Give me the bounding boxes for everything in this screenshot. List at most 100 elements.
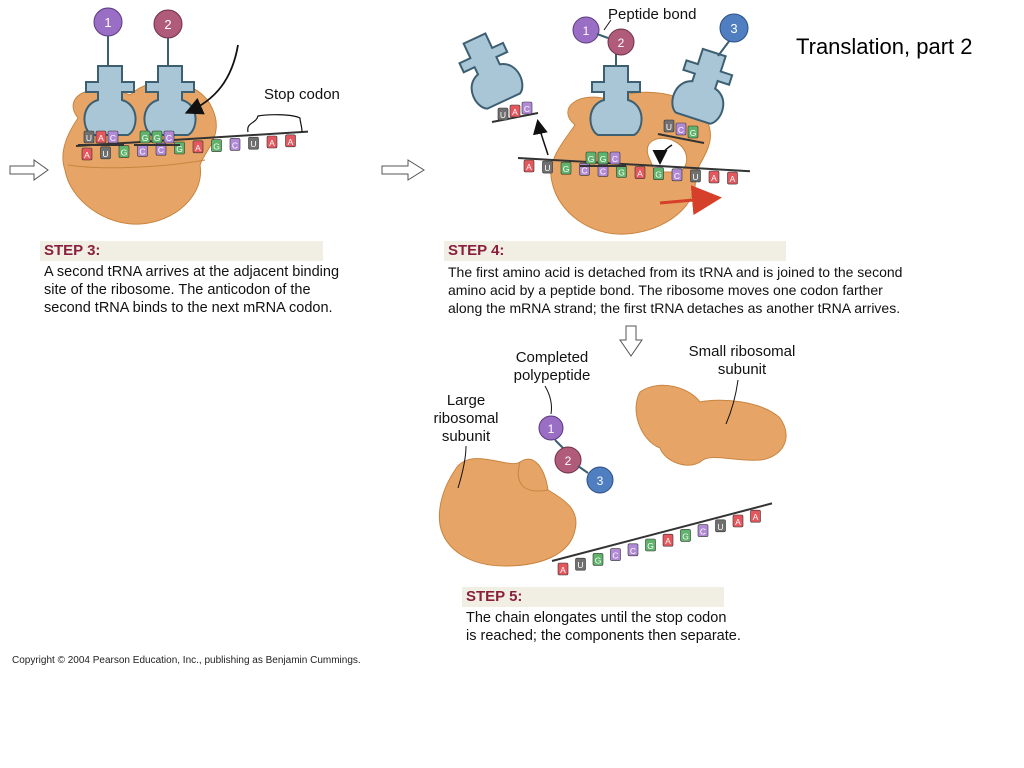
step4-arriving-anticodon-backbone bbox=[657, 133, 705, 144]
step3-anticodon-2-base-letter: G bbox=[142, 133, 149, 143]
step4-mrna-base bbox=[560, 161, 572, 175]
step4-text: The first amino acid is detached from it… bbox=[448, 263, 902, 317]
small-subunit-pointer bbox=[725, 379, 739, 425]
step3-anticodon-1-base bbox=[95, 130, 107, 144]
step4-amino-acid-2 bbox=[607, 28, 635, 56]
step4-leaving-anticodon-base bbox=[509, 104, 521, 118]
step5-mrna-base-letter: C bbox=[700, 527, 706, 537]
step4-text-line: The first amino acid is detached from it… bbox=[448, 264, 903, 280]
copyright-notice: Copyright © 2004 Pearson Education, Inc.… bbox=[12, 655, 361, 666]
step4-leaving-anticodon-base bbox=[497, 107, 509, 121]
step5-mrna-base-letter: G bbox=[647, 541, 654, 551]
step5-mrna-base bbox=[750, 509, 761, 523]
step5-mrna-base-letter: U bbox=[577, 560, 583, 570]
step4-arriving-anticodon-base-letter: C bbox=[678, 125, 684, 135]
step4-mrna-base bbox=[653, 167, 664, 180]
step4-p-site-anticodon-base-letter: G bbox=[600, 154, 607, 164]
step3-mrna-base bbox=[266, 135, 278, 149]
step5-mrna-base bbox=[592, 553, 604, 566]
step4-input-arrow bbox=[381, 159, 425, 181]
step4-mrna-base-letter: C bbox=[581, 165, 587, 175]
completed-polypeptide-label-1: Completed bbox=[516, 349, 589, 366]
step3-heading: STEP 3: bbox=[44, 242, 101, 259]
step3-mrna-base bbox=[285, 134, 296, 148]
completed-polypeptide-pointer bbox=[544, 385, 552, 415]
step4-leaving-anticodon-base bbox=[521, 101, 533, 115]
step4-aa3-label: 3 bbox=[730, 21, 737, 36]
step3-mrna-base-letter: C bbox=[232, 140, 238, 150]
step5-mrna-base-letter: C bbox=[612, 551, 618, 561]
step4-p-site-anticodon-base bbox=[609, 151, 621, 165]
step5-aa2-label: 2 bbox=[565, 454, 572, 468]
step3-mrna-base-letter: G bbox=[176, 144, 183, 154]
step4-mrna-base-letter: G bbox=[563, 164, 570, 174]
step4-arriving-anticodon-base bbox=[663, 119, 675, 133]
large-ribosomal-subunit bbox=[438, 458, 577, 567]
large-subunit-pointer bbox=[457, 445, 467, 489]
step5-amino-acid-3 bbox=[586, 466, 614, 494]
step3-anticodon-1-base bbox=[83, 130, 95, 144]
step4-leaving-anticodon-base-letter: A bbox=[512, 107, 518, 117]
step4-trna-p-site bbox=[589, 54, 643, 136]
step4-p-site-anticodon-base bbox=[585, 151, 597, 165]
step4-p-site-anticodon-base-letter: G bbox=[588, 154, 595, 164]
step4-mrna-base bbox=[671, 168, 683, 182]
step4-mrna-base-letter: A bbox=[637, 169, 643, 179]
step5-mrna-base bbox=[627, 543, 639, 557]
step3-mrna-base bbox=[248, 136, 259, 150]
step5-mrna-base-letter: A bbox=[735, 517, 741, 527]
step5-text: The chain elongates until the stop codon… bbox=[466, 609, 741, 645]
step3-aa1-label: 1 bbox=[104, 15, 111, 30]
step5-heading: STEP 5: bbox=[466, 588, 523, 605]
step3-trna-2: 2 bbox=[143, 9, 197, 136]
step4-mrna-base bbox=[542, 160, 553, 174]
step5-text-line: is reached; the components then separate… bbox=[466, 628, 741, 644]
step5-mrna-base bbox=[697, 524, 709, 537]
step3-arrival-arrow bbox=[184, 44, 239, 115]
step3-mrna-base-letter: G bbox=[121, 148, 128, 158]
step3-mrna-base-letter: A bbox=[288, 137, 294, 147]
step4-leaving-anticodon-base-letter: C bbox=[524, 104, 530, 114]
step3-text: A second tRNA arrives at the adjacent bi… bbox=[44, 263, 339, 317]
step5-input-arrow bbox=[619, 325, 643, 357]
step5-mrna-base bbox=[732, 514, 744, 528]
step3-anticodon-1-base-letter: U bbox=[86, 133, 92, 143]
large-subunit-label-3: subunit bbox=[442, 428, 491, 445]
step3-anticodon-1-base-letter: C bbox=[110, 133, 116, 143]
step4-mrna-base bbox=[690, 169, 701, 183]
step5-mrna-base bbox=[645, 538, 656, 552]
step4-heading-box bbox=[444, 241, 786, 261]
small-ribosomal-subunit bbox=[635, 384, 787, 466]
step5-mrna-base bbox=[575, 557, 586, 571]
step5-mrna-backbone bbox=[551, 502, 773, 562]
step3-mrna-base-letter: A bbox=[195, 143, 201, 153]
step4-mrna-base bbox=[597, 164, 609, 177]
step3-mrna-base bbox=[229, 138, 241, 151]
step4-mrna-base-letter: C bbox=[674, 171, 680, 181]
step5-aa1-label: 1 bbox=[548, 422, 555, 436]
small-subunit-label-2: subunit bbox=[718, 361, 767, 378]
slide-title: Translation, part 2 bbox=[796, 34, 973, 59]
step4-mrna-base bbox=[634, 166, 646, 179]
step3-mrna-base-letter: A bbox=[84, 150, 90, 160]
step3-anticodon-2-base bbox=[163, 130, 175, 144]
step4-arriving-anticodon-base bbox=[675, 122, 687, 136]
step4-text-line: along the mRNA strand; the first tRNA de… bbox=[448, 300, 901, 316]
step4-text-line: amino acid by a peptide bond. The riboso… bbox=[448, 282, 883, 298]
step4-heading: STEP 4: bbox=[448, 242, 505, 259]
step4-leaving-anticodon-backbone bbox=[491, 112, 539, 123]
step4-mrna-base-letter: C bbox=[600, 166, 606, 176]
stop-codon-bracket bbox=[247, 114, 303, 133]
step4-mrna-base bbox=[708, 170, 720, 184]
step4-mrna-base-letter: G bbox=[655, 170, 662, 180]
step5-mrna-base bbox=[557, 562, 569, 576]
step3-heading-box bbox=[40, 241, 323, 261]
small-subunit-label-1: Small ribosomal bbox=[689, 343, 796, 360]
